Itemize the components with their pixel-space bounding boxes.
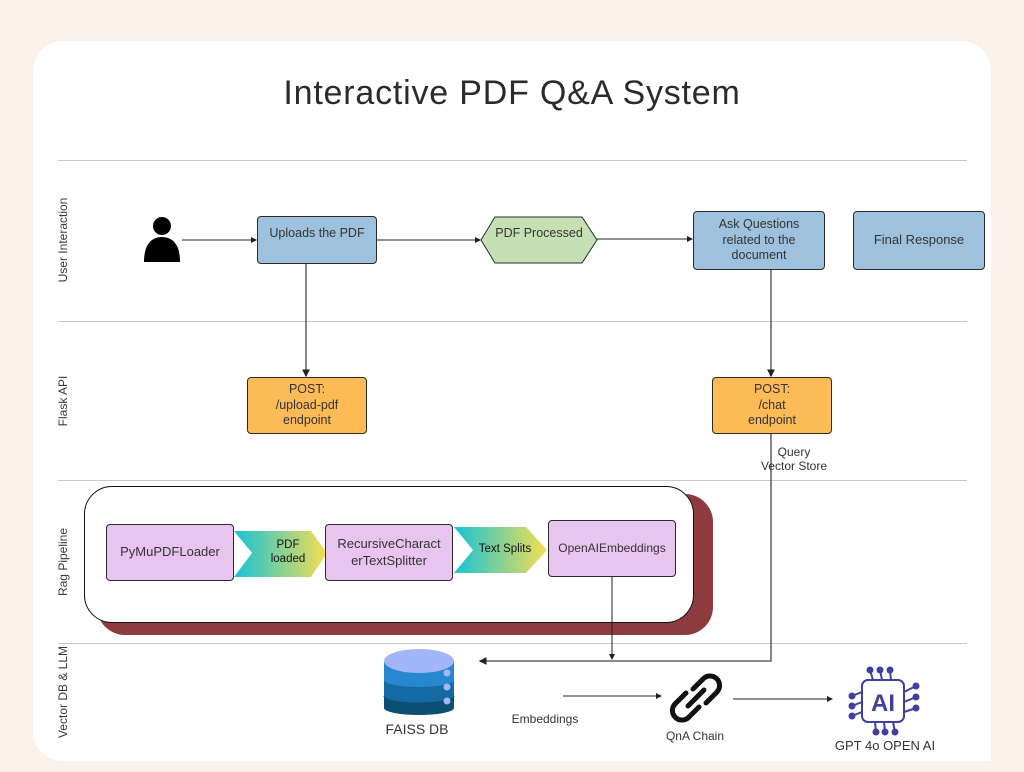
ask-questions-line3: document bbox=[731, 248, 787, 263]
database-icon bbox=[383, 649, 455, 715]
lane-divider bbox=[58, 321, 967, 322]
upload-endpoint-line2: /upload-pdf bbox=[275, 397, 339, 412]
uploads-pdf-box: Uploads the PDF bbox=[257, 216, 377, 264]
pdf-processed-label: PDF Processed bbox=[495, 226, 583, 240]
qna-chain-label: QnA Chain bbox=[665, 729, 725, 743]
pdf-loaded-line1: PDF bbox=[276, 539, 300, 551]
user-icon bbox=[144, 217, 180, 262]
svg-text:AI: AI bbox=[871, 690, 895, 717]
chain-link-icon bbox=[669, 673, 723, 723]
arrow-chat-to-faiss bbox=[478, 434, 772, 665]
pymupdfloader-box: PyMuPDFLoader bbox=[106, 524, 234, 581]
final-response-label: Final Response bbox=[873, 232, 965, 248]
query-line2: Vector Store bbox=[760, 459, 828, 474]
splitter-line1: RecursiveCharact bbox=[337, 536, 441, 552]
faiss-db-label: FAISS DB bbox=[385, 721, 449, 737]
gpt-4o-label: GPT 4o OPEN AI bbox=[834, 738, 936, 753]
chat-endpoint-line3: endpoint bbox=[748, 413, 796, 428]
pymupdfloader-label: PyMuPDFLoader bbox=[120, 544, 220, 560]
ai-chip-icon: AI bbox=[848, 666, 920, 736]
diagram-title: Interactive PDF Q&A System bbox=[283, 74, 741, 112]
ask-questions-line1: Ask Questions bbox=[718, 217, 800, 232]
upload-endpoint-line3: endpoint bbox=[283, 413, 331, 428]
pdf-loaded-label: PDF loaded bbox=[258, 539, 318, 567]
chat-endpoint-box: POST: /chat endpoint bbox=[712, 377, 832, 434]
text-splits-arrow bbox=[454, 527, 547, 573]
ask-questions-box: Ask Questions related to the document bbox=[693, 211, 825, 270]
final-response-box: Final Response bbox=[853, 211, 985, 270]
splitter-line2: erTextSplitter bbox=[351, 552, 427, 568]
lane-divider bbox=[58, 160, 967, 161]
pdf-processed-shape bbox=[480, 216, 598, 264]
pdf-loaded-line2: loaded bbox=[270, 552, 306, 565]
recursive-splitter-box: RecursiveCharact erTextSplitter bbox=[325, 524, 453, 581]
lane-divider bbox=[58, 480, 967, 481]
upload-pdf-endpoint-box: POST: /upload-pdf endpoint bbox=[247, 377, 367, 434]
query-vector-store-label: Query Vector Store bbox=[748, 445, 840, 474]
query-line1: Query bbox=[777, 445, 811, 459]
ask-questions-line2: related to the bbox=[722, 232, 796, 247]
pdf-loaded-arrow bbox=[234, 531, 327, 577]
openai-embeddings-label: OpenAIEmbeddings bbox=[558, 541, 666, 555]
embeddings-label: Embeddings bbox=[511, 712, 579, 726]
chat-endpoint-line2: /chat bbox=[758, 397, 786, 412]
text-splits-label: Text Splits bbox=[478, 543, 532, 555]
uploads-pdf-label: Uploads the PDF bbox=[269, 226, 365, 240]
openai-embeddings-box: OpenAIEmbeddings bbox=[548, 520, 676, 577]
upload-endpoint-line1: POST: bbox=[288, 382, 326, 397]
lane-divider bbox=[58, 643, 967, 644]
chat-endpoint-line1: POST: bbox=[753, 382, 791, 397]
